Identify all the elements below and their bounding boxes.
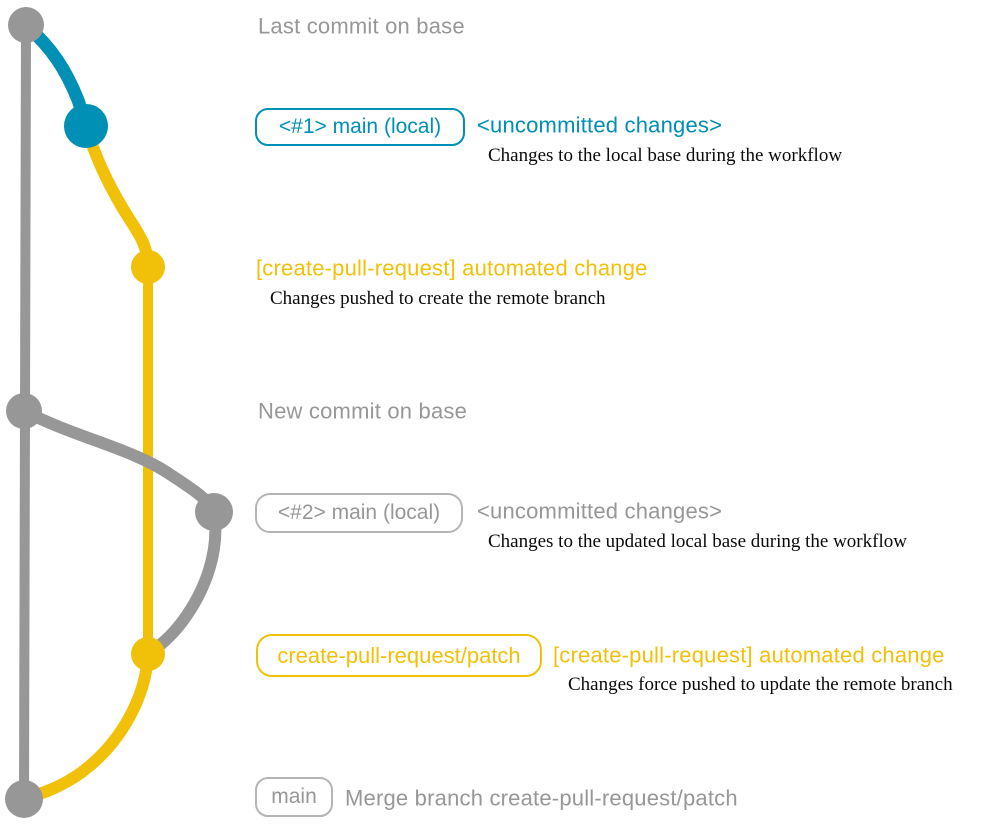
label-new-commit-on-base: New commit on base [258,398,468,424]
git-graph [5,7,233,818]
branch-badge-main-local-2-label: <#2> main (local) [277,501,441,524]
label-uncommitted-changes-1: <uncommitted changes> [477,112,723,138]
updated-main-branch-curve-in [142,506,222,660]
label-merge-branch: Merge branch create-pull-request/patch [345,785,738,811]
caption-pushed-create-remote: Changes pushed to create the remote bran… [270,288,606,310]
label-automated-change-1: [create-pull-request] automated change [256,255,648,281]
commit-dot-merge [5,780,43,818]
label-uncommitted-changes-2: <uncommitted changes> [477,498,723,524]
branch-badge-main-local-2: <#2> main (local) [255,493,463,533]
branch-badge-patch: create-pull-request/patch [256,634,542,677]
caption-local-base-changes: Changes to the local base during the wor… [488,145,843,167]
caption-force-pushed-update-remote: Changes force pushed to update the remot… [568,674,953,696]
branch-badge-main: main [255,777,333,817]
commit-dot-new-base [6,393,42,429]
commit-dot-main-local-2 [195,493,233,531]
branch-badge-main-label: main [271,785,317,808]
commit-dot-last-base [8,7,44,43]
updated-main-branch-curve-out [18,405,220,518]
label-last-commit-on-base: Last commit on base [258,13,465,39]
branch-badge-main-local-1: <#1> main (local) [255,108,465,146]
commit-dot-main-local-1 [64,104,108,148]
label-automated-change-2: [create-pull-request] automated change [553,642,945,668]
patch-branch-curve-out [80,120,154,273]
caption-updated-local-base-changes: Changes to the updated local base during… [488,531,907,553]
commit-dot-automated-1 [131,250,165,284]
branch-badge-main-local-1-label: <#1> main (local) [278,115,442,138]
branch-badge-patch-label: create-pull-request/patch [277,642,521,668]
commit-dot-automated-2 [131,637,165,671]
patch-branch-curve-merge [18,648,154,805]
